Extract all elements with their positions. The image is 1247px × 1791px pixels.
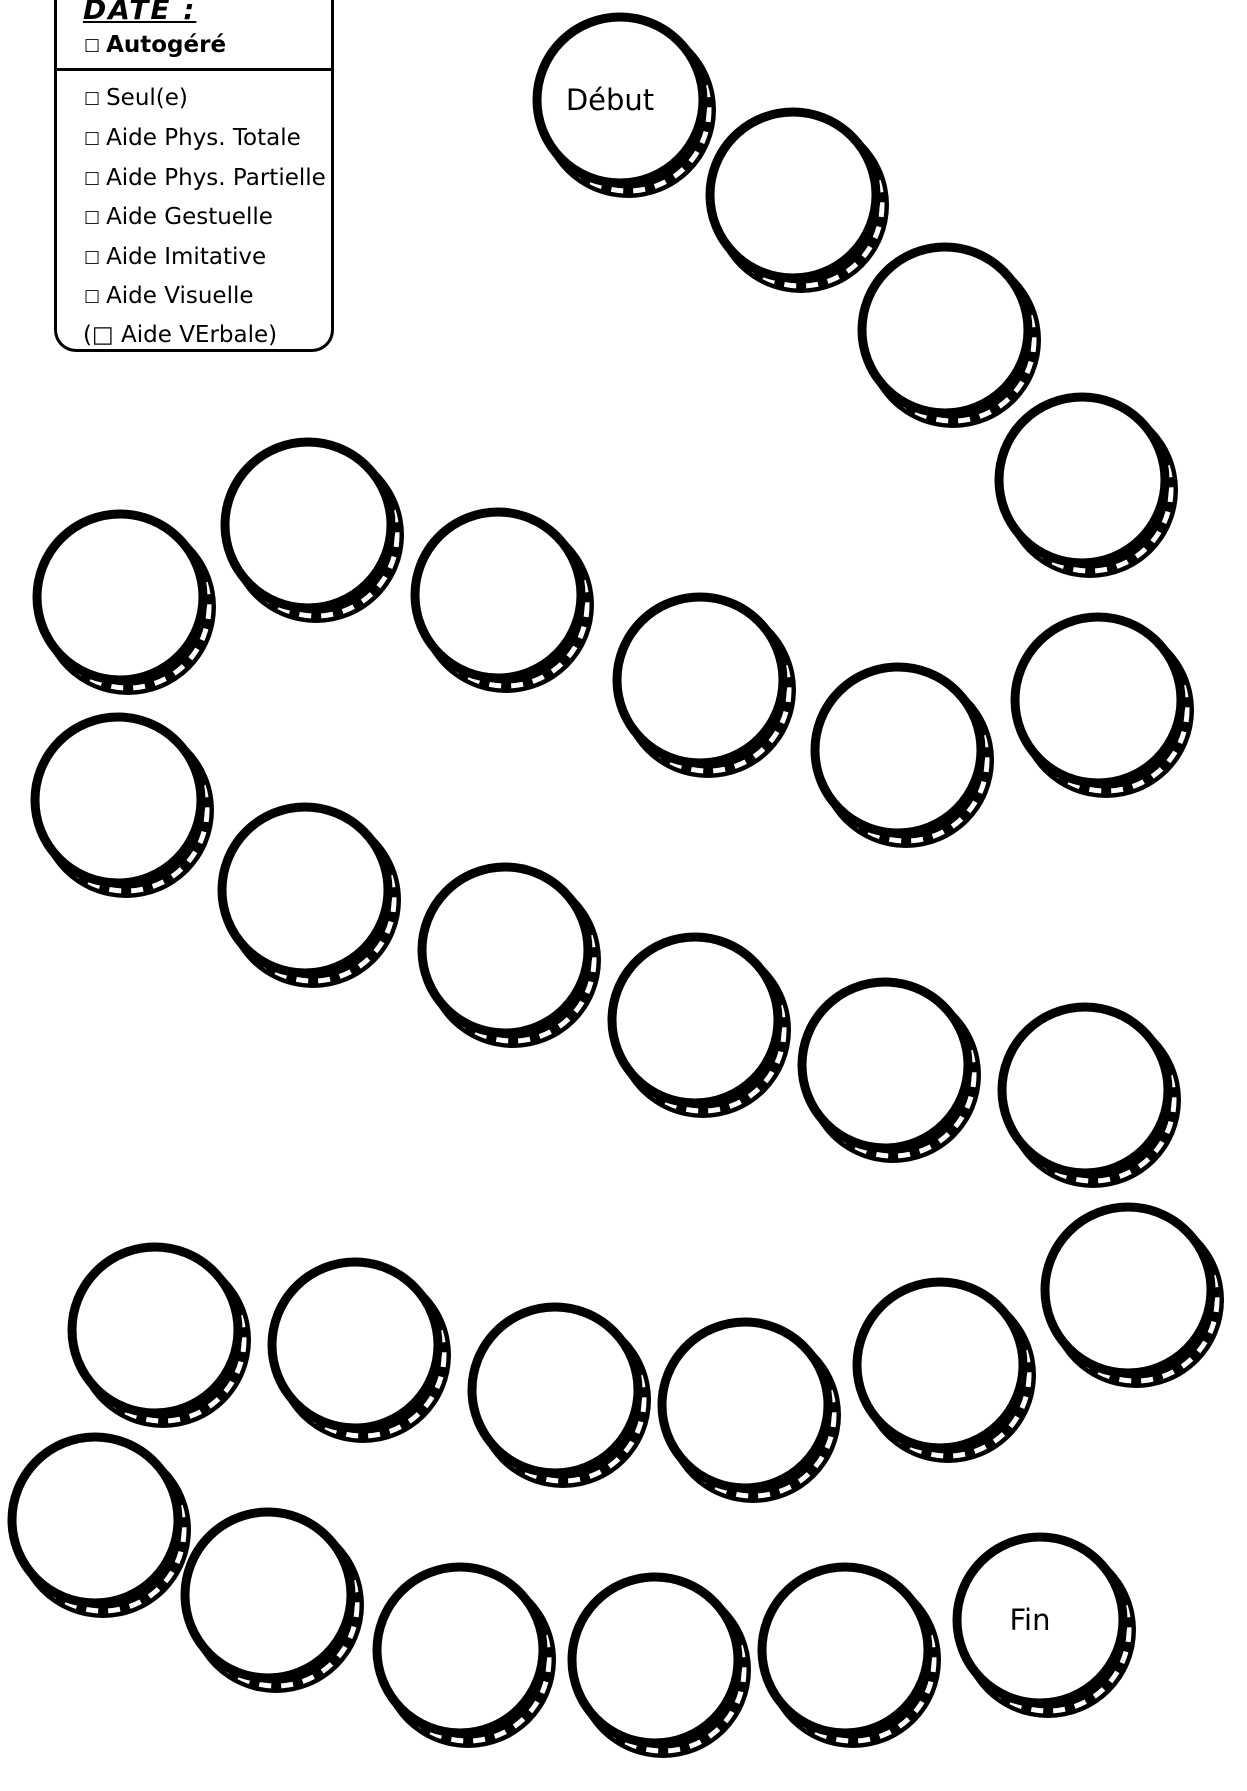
path-space xyxy=(815,667,994,848)
checkbox-aide-visuelle[interactable]: □ Aide Visuelle xyxy=(84,285,254,308)
space-face xyxy=(710,112,876,278)
assistance-checklist: DATE : □ Autogéré □ Seul(e) □ Aide Phys. To… xyxy=(54,0,334,352)
path-space xyxy=(572,1577,751,1758)
path-space xyxy=(710,112,889,293)
path-space xyxy=(802,982,981,1163)
checkbox-label: Aide Phys. Partielle xyxy=(106,165,326,191)
checklist-divider xyxy=(57,68,331,71)
space-face xyxy=(999,397,1165,563)
space-face xyxy=(37,514,203,680)
path-space xyxy=(617,597,796,778)
path-space xyxy=(1015,617,1194,798)
path-space xyxy=(225,442,404,623)
checkbox-icon: □ xyxy=(84,247,100,267)
path-space xyxy=(12,1437,191,1618)
path-space xyxy=(37,514,216,695)
path-space xyxy=(35,717,214,898)
space-face xyxy=(802,982,968,1148)
space-face xyxy=(612,937,778,1103)
checkbox-aide-verbale[interactable]: (□ Aide VErbale) xyxy=(83,324,277,347)
date-label: DATE : xyxy=(83,0,196,24)
space-face xyxy=(422,867,588,1033)
space-face xyxy=(225,442,391,608)
space-face xyxy=(1002,1007,1168,1173)
path-space xyxy=(612,937,791,1118)
checkbox-label: (□ Aide VErbale) xyxy=(83,322,277,348)
path-space: Fin xyxy=(957,1537,1136,1718)
checkbox-label: Aide Imitative xyxy=(106,244,266,270)
checkbox-label: Seul(e) xyxy=(106,85,188,111)
space-face xyxy=(857,1282,1023,1448)
path-space xyxy=(1002,1007,1181,1188)
space-face xyxy=(35,717,201,883)
checkbox-icon: □ xyxy=(84,88,100,108)
path-space xyxy=(862,247,1041,428)
checkbox-aide-gestuelle[interactable]: □ Aide Gestuelle xyxy=(84,206,273,229)
space-face xyxy=(222,807,388,973)
space-face xyxy=(762,1567,928,1733)
checkbox-aide-phys-totale[interactable]: □ Aide Phys. Totale xyxy=(84,127,301,150)
checkbox-label: Aide Gestuelle xyxy=(106,204,273,230)
space-face xyxy=(1045,1207,1211,1373)
checkbox-icon: □ xyxy=(84,35,100,55)
space-face xyxy=(1015,617,1181,783)
path-space xyxy=(857,1282,1036,1463)
checkbox-autogere[interactable]: □ Autogéré xyxy=(84,34,226,57)
space-face xyxy=(377,1567,543,1733)
path-space xyxy=(377,1567,556,1748)
checkbox-aide-imitative[interactable]: □ Aide Imitative xyxy=(84,246,266,269)
checkbox-label: Aide Phys. Totale xyxy=(106,125,301,151)
path-space xyxy=(222,807,401,988)
path-space xyxy=(1045,1207,1224,1388)
checkbox-icon: □ xyxy=(84,168,100,188)
space-face xyxy=(862,247,1028,413)
space-face xyxy=(272,1262,438,1428)
path-space xyxy=(415,512,594,693)
checkbox-aide-phys-partielle[interactable]: □ Aide Phys. Partielle xyxy=(84,167,326,190)
space-face xyxy=(185,1512,351,1678)
space-face xyxy=(572,1577,738,1743)
path-space xyxy=(72,1247,251,1428)
path-space: Début xyxy=(537,17,716,198)
path-space xyxy=(472,1307,651,1488)
path-space xyxy=(272,1262,451,1443)
space-face xyxy=(617,597,783,763)
start-label: Début xyxy=(566,83,654,117)
end-label: Fin xyxy=(1009,1603,1050,1637)
space-face xyxy=(72,1247,238,1413)
path-space xyxy=(662,1322,841,1503)
checkbox-seul[interactable]: □ Seul(e) xyxy=(84,87,188,110)
path-space xyxy=(762,1567,941,1748)
path-space xyxy=(422,867,601,1048)
space-face xyxy=(815,667,981,833)
space-face xyxy=(415,512,581,678)
space-face xyxy=(662,1322,828,1488)
checkbox-label: Aide Visuelle xyxy=(106,283,253,309)
path-space xyxy=(185,1512,364,1693)
path-space xyxy=(999,397,1178,578)
checkbox-icon: □ xyxy=(84,286,100,306)
space-face xyxy=(472,1307,638,1473)
checkbox-icon: □ xyxy=(84,128,100,148)
space-face xyxy=(12,1437,178,1603)
checkbox-label: Autogéré xyxy=(106,32,226,58)
checkbox-icon: □ xyxy=(84,207,100,227)
